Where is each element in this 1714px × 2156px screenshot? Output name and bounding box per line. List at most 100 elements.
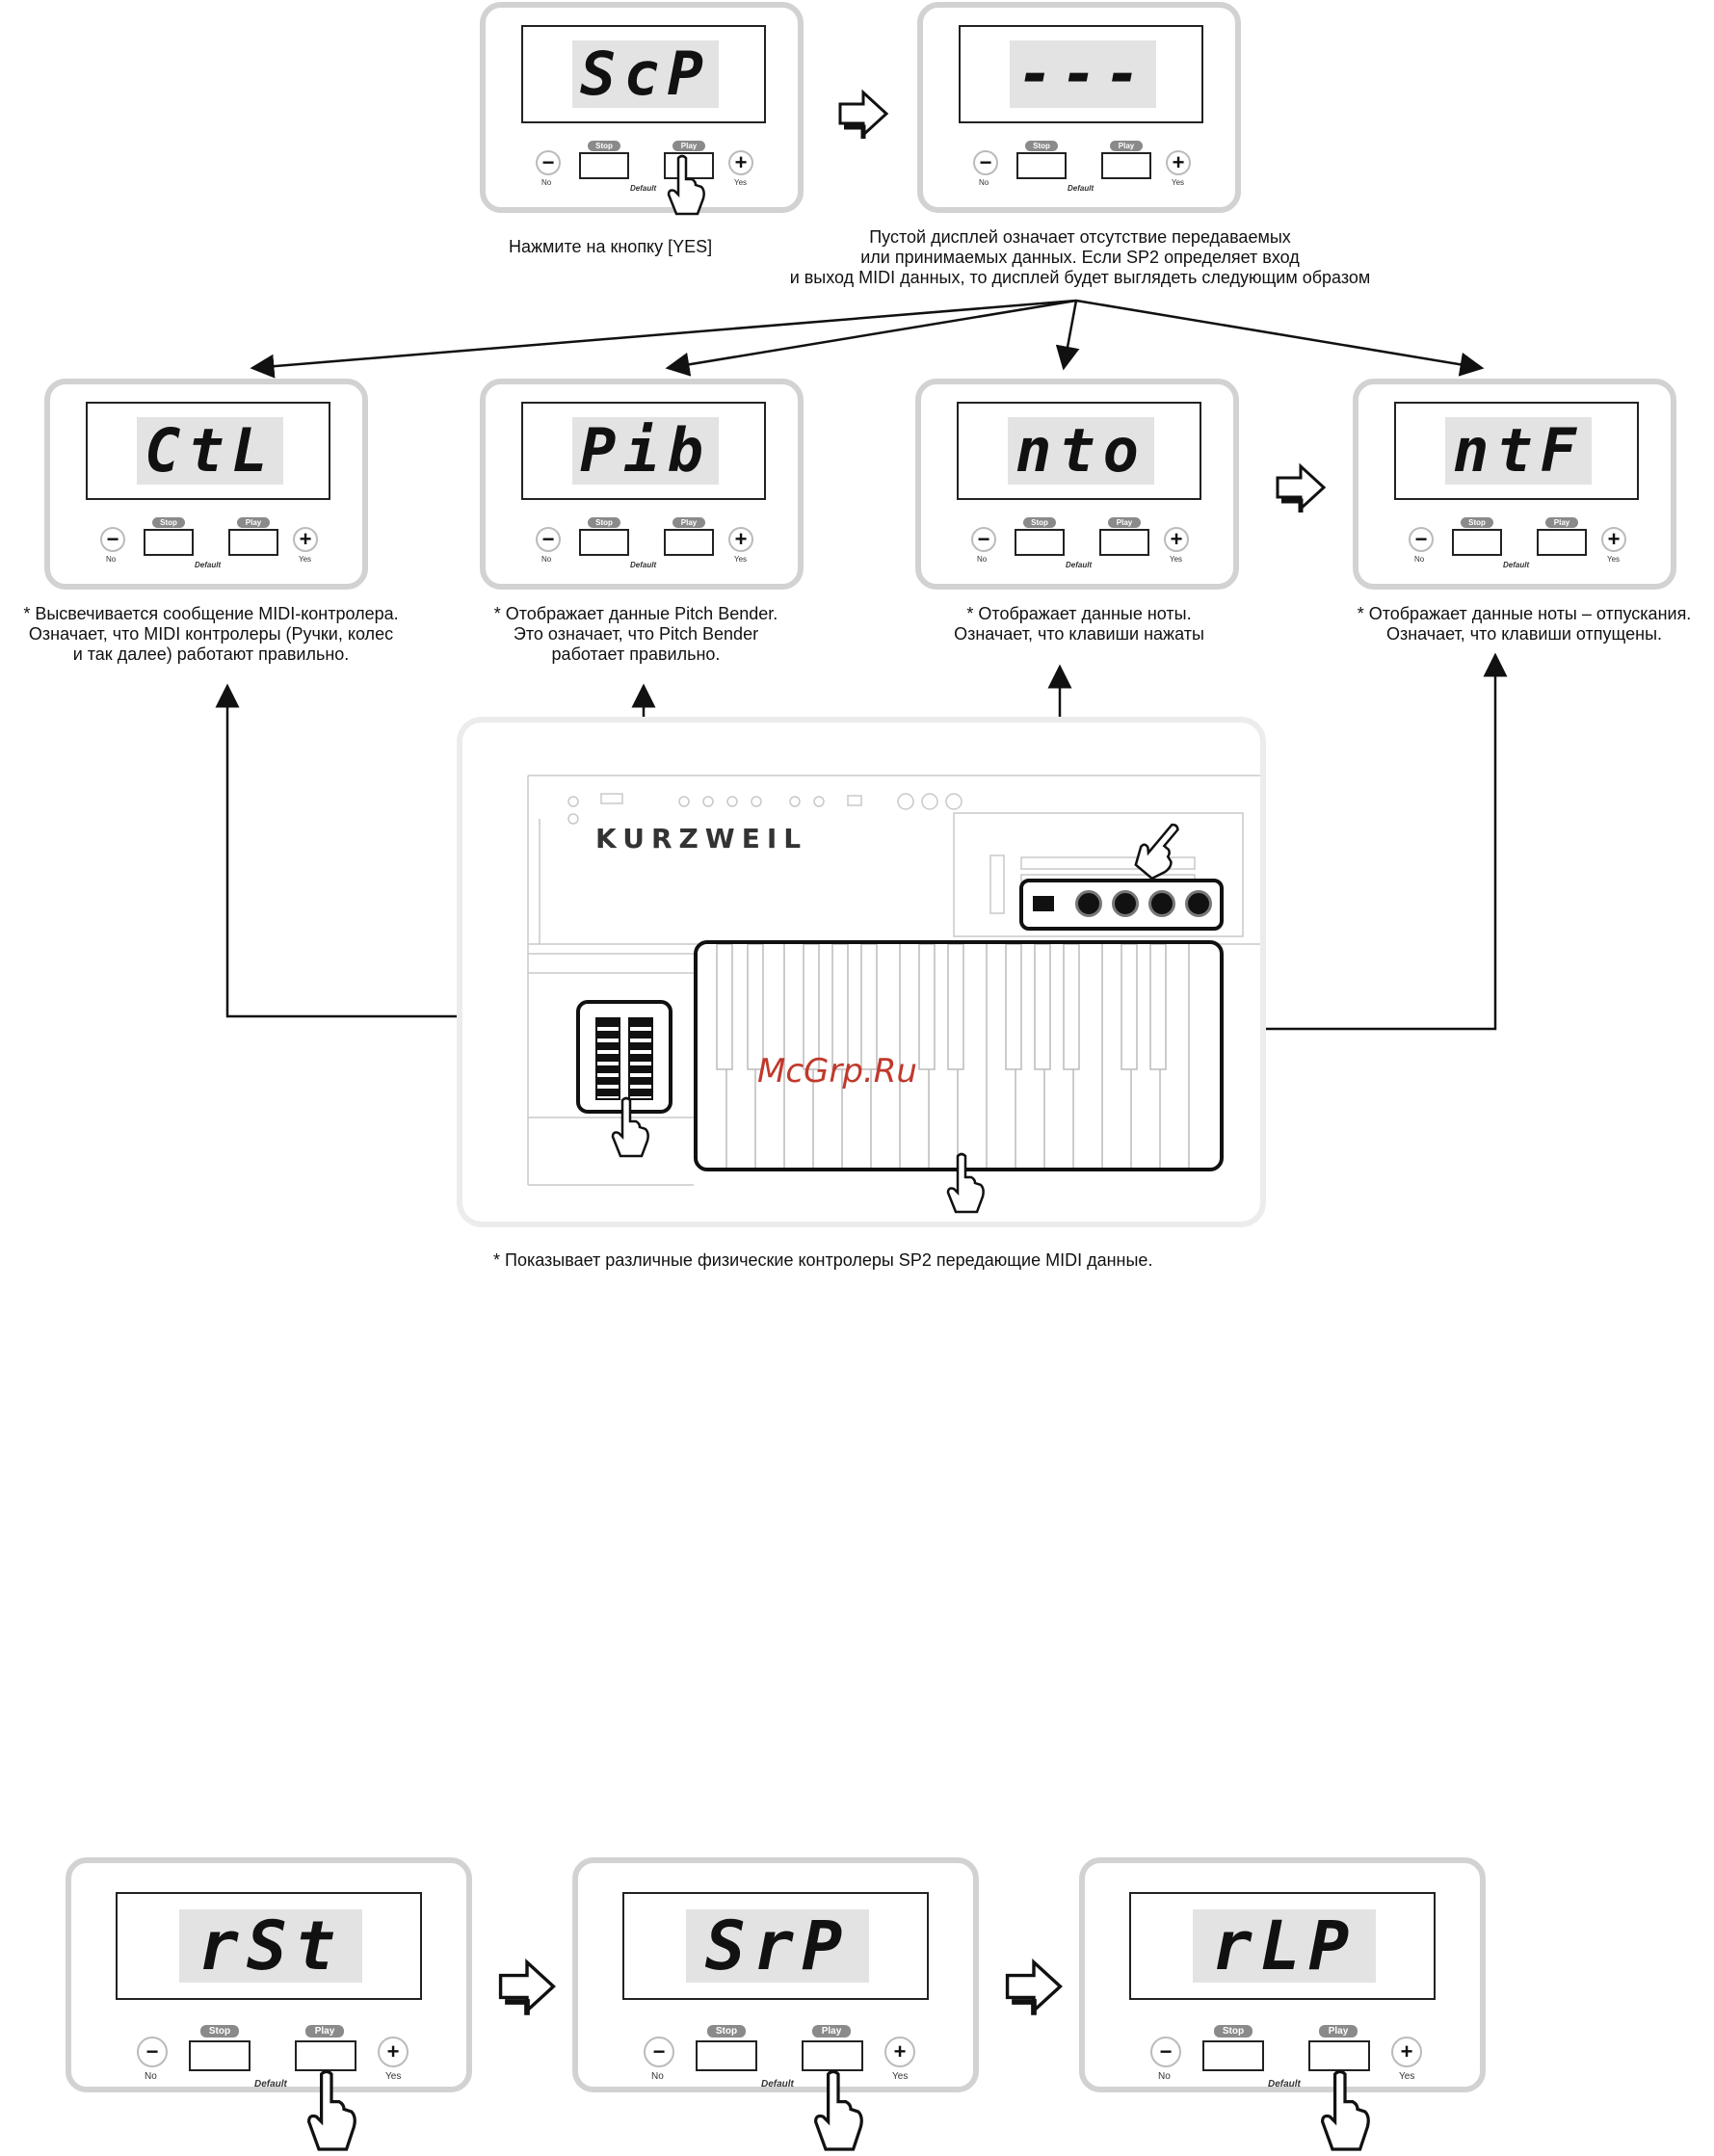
lcd-display: ---	[1010, 40, 1156, 108]
no-minus-button[interactable]: −	[644, 2037, 674, 2067]
yes-label: Yes	[385, 2071, 402, 2082]
lcd-display: Pib	[572, 417, 719, 485]
knob-icon[interactable]	[1075, 890, 1102, 917]
yes-plus-button[interactable]: +	[1166, 150, 1191, 175]
yes-plus-button[interactable]: +	[1601, 527, 1626, 552]
play-button[interactable]	[1101, 152, 1151, 179]
yes-plus-button[interactable]: +	[728, 527, 753, 552]
display-panel-scp: ScP − No Stop Play + Yes Default	[480, 2, 804, 213]
stop-button[interactable]	[144, 529, 194, 556]
play-tag: Play	[237, 517, 270, 528]
play-tag: Play	[1108, 517, 1141, 528]
no-label: No	[1414, 555, 1425, 564]
pointing-hand-icon	[667, 154, 705, 216]
pointing-hand-icon	[1134, 823, 1179, 881]
pointing-hand-icon	[1320, 2069, 1370, 2151]
stop-button[interactable]	[579, 152, 629, 179]
no-minus-button[interactable]: −	[973, 150, 998, 175]
controllers-caption: * Показывает различные физические контро…	[493, 1250, 1153, 1270]
default-label: Default	[1068, 184, 1094, 193]
stop-button[interactable]	[1202, 2040, 1264, 2071]
caption-line: * Высвечивается сообщение MIDI-контролер…	[23, 604, 399, 623]
no-minus-button[interactable]: −	[536, 150, 561, 175]
yes-plus-button[interactable]: +	[293, 527, 318, 552]
lcd-frame: rLP	[1129, 1892, 1436, 2000]
default-label: Default	[630, 561, 657, 569]
no-minus-button[interactable]: −	[971, 527, 996, 552]
piano-keys[interactable]	[698, 944, 1220, 1168]
empty-display-caption: Пустой дисплей означает отсутствие перед…	[767, 227, 1393, 288]
yes-plus-button[interactable]: +	[1164, 527, 1189, 552]
yes-plus-button[interactable]: +	[728, 150, 753, 175]
knob-icon[interactable]	[1112, 890, 1139, 917]
nto-caption: * Отображает данные ноты. Означает, что …	[915, 604, 1243, 644]
keyboard-body: KURZWEIL	[527, 775, 1260, 1186]
no-label: No	[979, 178, 989, 187]
default-label: Default	[195, 561, 222, 569]
pib-caption: * Отображает данные Pitch Bender. Это оз…	[472, 604, 800, 665]
no-label: No	[145, 2071, 157, 2082]
stop-button[interactable]	[579, 529, 629, 556]
button-icon	[1033, 896, 1054, 911]
knob-icon[interactable]	[1148, 890, 1175, 917]
stop-button[interactable]	[1452, 529, 1502, 556]
play-button[interactable]	[295, 2040, 356, 2071]
yes-label: Yes	[892, 2071, 909, 2082]
no-minus-button[interactable]: −	[1150, 2037, 1181, 2067]
display-panel-srp: SrP − No Stop Play + Yes Default	[572, 1857, 979, 2092]
stop-button[interactable]	[189, 2040, 251, 2071]
play-button[interactable]	[1308, 2040, 1370, 2071]
no-minus-button[interactable]: −	[100, 527, 125, 552]
stop-tag: Stop	[707, 2025, 746, 2038]
next-arrow-icon	[1276, 462, 1327, 513]
keyboard-illustration: KURZWEIL	[457, 717, 1266, 1227]
knob-icon[interactable]	[1185, 890, 1212, 917]
play-button[interactable]	[1099, 529, 1149, 556]
no-minus-button[interactable]: −	[137, 2037, 168, 2067]
lcd-display: nto	[1008, 417, 1154, 485]
no-label: No	[541, 555, 552, 564]
stop-button[interactable]	[696, 2040, 757, 2071]
stop-tag: Stop	[1025, 141, 1058, 151]
default-label: Default	[1066, 561, 1093, 569]
play-tag: Play	[1319, 2025, 1358, 2038]
caption-line: или принимаемых данных. Если SP2 определ…	[860, 248, 1300, 267]
play-button[interactable]	[802, 2040, 863, 2071]
ntf-caption: * Отображает данные ноты – отпускания. О…	[1335, 604, 1713, 644]
stop-button[interactable]	[1016, 152, 1067, 179]
display-panel-empty: --- − No Stop Play + Yes Default	[917, 2, 1241, 213]
display-panel-ctl: CtL − No Stop Play + Yes Default	[44, 379, 368, 590]
stop-tag: Stop	[152, 517, 185, 528]
next-arrow-icon	[1005, 1958, 1063, 2015]
lcd-frame: ntF	[1394, 402, 1639, 500]
yes-plus-button[interactable]: +	[884, 2037, 915, 2067]
lcd-display: SrP	[686, 1909, 869, 1983]
no-minus-button[interactable]: −	[1409, 527, 1434, 552]
play-tag: Play	[305, 2025, 344, 2038]
default-label: Default	[1268, 2079, 1301, 2090]
stop-button[interactable]	[1015, 529, 1065, 556]
caption-line: Означает, что клавиши отпущены.	[1385, 624, 1663, 644]
yes-plus-button[interactable]: +	[378, 2037, 409, 2067]
lcd-display: ScP	[572, 40, 719, 108]
no-minus-button[interactable]: −	[536, 527, 561, 552]
lcd-frame: Pib	[521, 402, 766, 500]
play-button[interactable]	[1537, 529, 1587, 556]
yes-label: Yes	[734, 555, 748, 564]
display-panel-nto: nto − No Stop Play + Yes Default	[915, 379, 1239, 590]
yes-plus-button[interactable]: +	[1391, 2037, 1422, 2067]
press-yes-caption: Нажмите на кнопку [YES]	[509, 237, 713, 256]
lcd-frame: CtL	[86, 402, 330, 500]
yes-label: Yes	[734, 178, 748, 187]
caption-line: Это означает, что Pitch Bender	[513, 624, 759, 644]
play-button[interactable]	[664, 529, 714, 556]
yes-label: Yes	[1172, 178, 1185, 187]
mod-wheel[interactable]	[628, 1017, 653, 1100]
no-label: No	[1158, 2071, 1171, 2082]
caption-line: и выход MIDI данных, то дисплей будет вы…	[789, 268, 1371, 287]
caption-line: и так далее) работают правильно.	[72, 644, 350, 664]
pitch-wheel[interactable]	[595, 1017, 620, 1100]
play-button[interactable]	[228, 529, 278, 556]
yes-label: Yes	[1607, 555, 1621, 564]
no-label: No	[541, 178, 552, 187]
